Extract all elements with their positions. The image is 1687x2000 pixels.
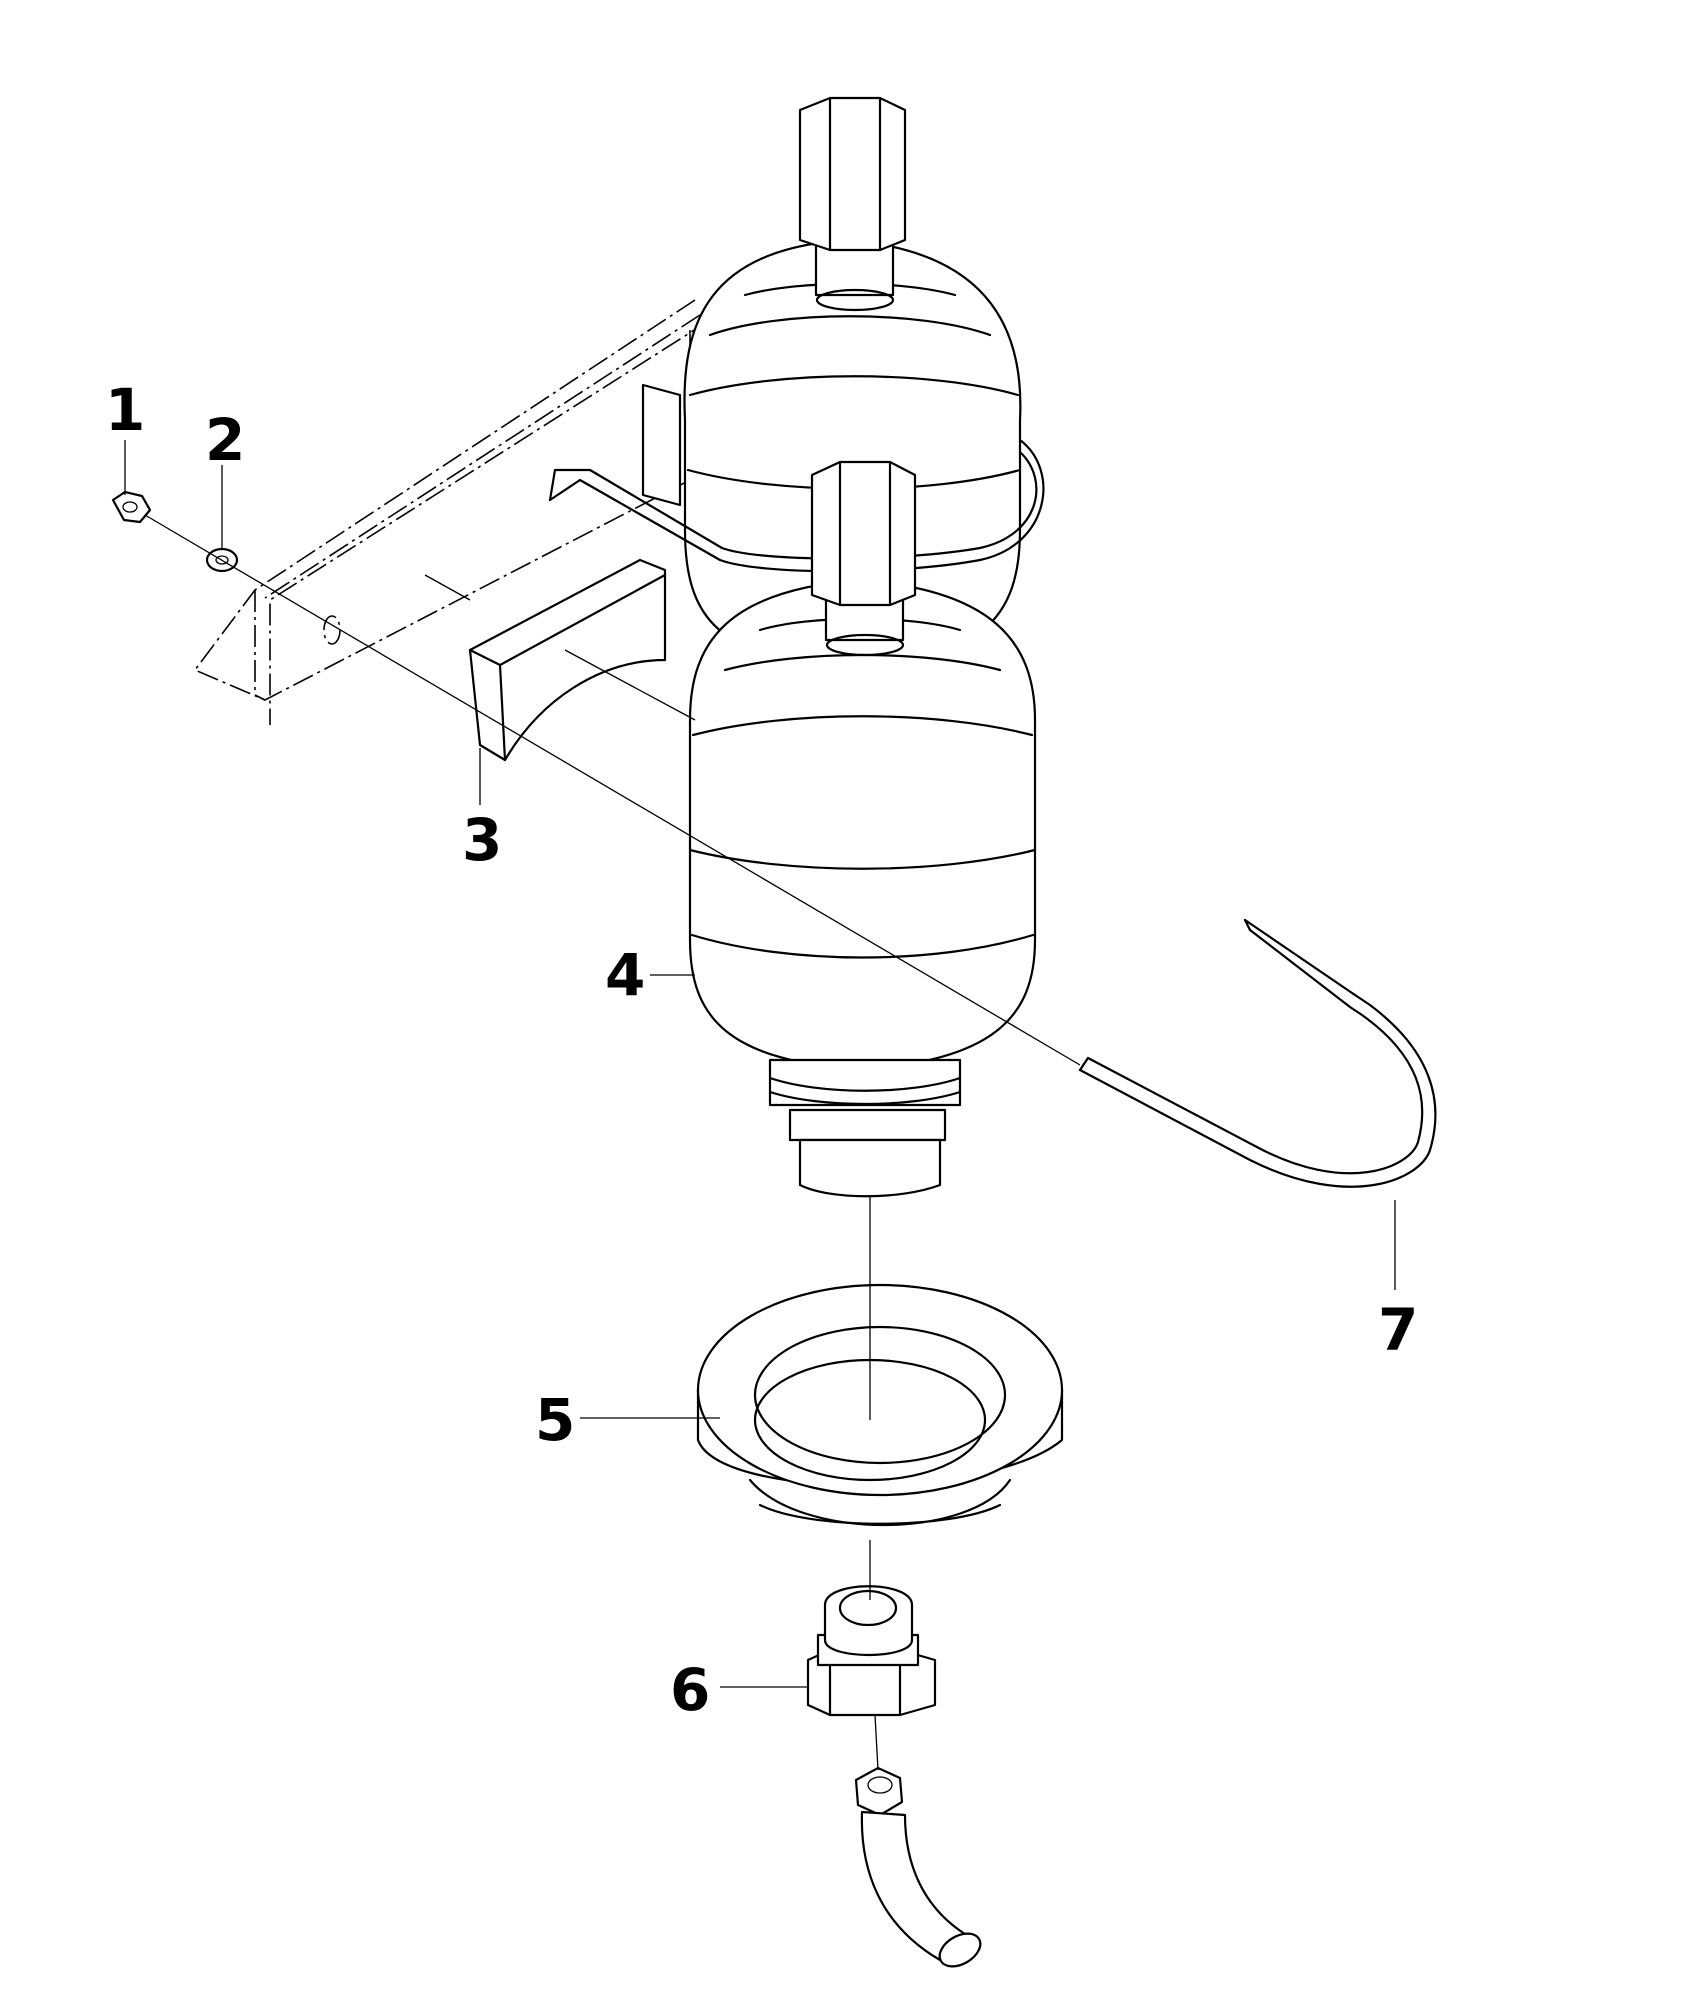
accumulator-front xyxy=(688,460,1037,1198)
bent-rod xyxy=(1078,918,1437,1188)
callout-4: 4 xyxy=(605,941,645,1009)
callout-6: 6 xyxy=(670,1656,710,1724)
callout-labels: 1 2 3 4 5 6 7 xyxy=(105,376,1418,1724)
nut xyxy=(111,490,152,524)
callout-1: 1 xyxy=(105,376,145,444)
callout-7: 7 xyxy=(1378,1296,1418,1364)
callout-5: 5 xyxy=(535,1386,575,1454)
hex-adapter xyxy=(806,1585,937,1717)
ring-gasket xyxy=(696,1283,1064,1527)
leader-lines xyxy=(124,440,1396,1688)
clamp-block xyxy=(468,383,682,762)
assembly-lines xyxy=(144,514,1081,1771)
clamp-band xyxy=(548,438,1045,573)
accumulator-rear xyxy=(683,96,1022,667)
callout-3: 3 xyxy=(462,806,502,874)
hose-elbow xyxy=(854,1766,982,1968)
callout-2: 2 xyxy=(205,406,245,474)
